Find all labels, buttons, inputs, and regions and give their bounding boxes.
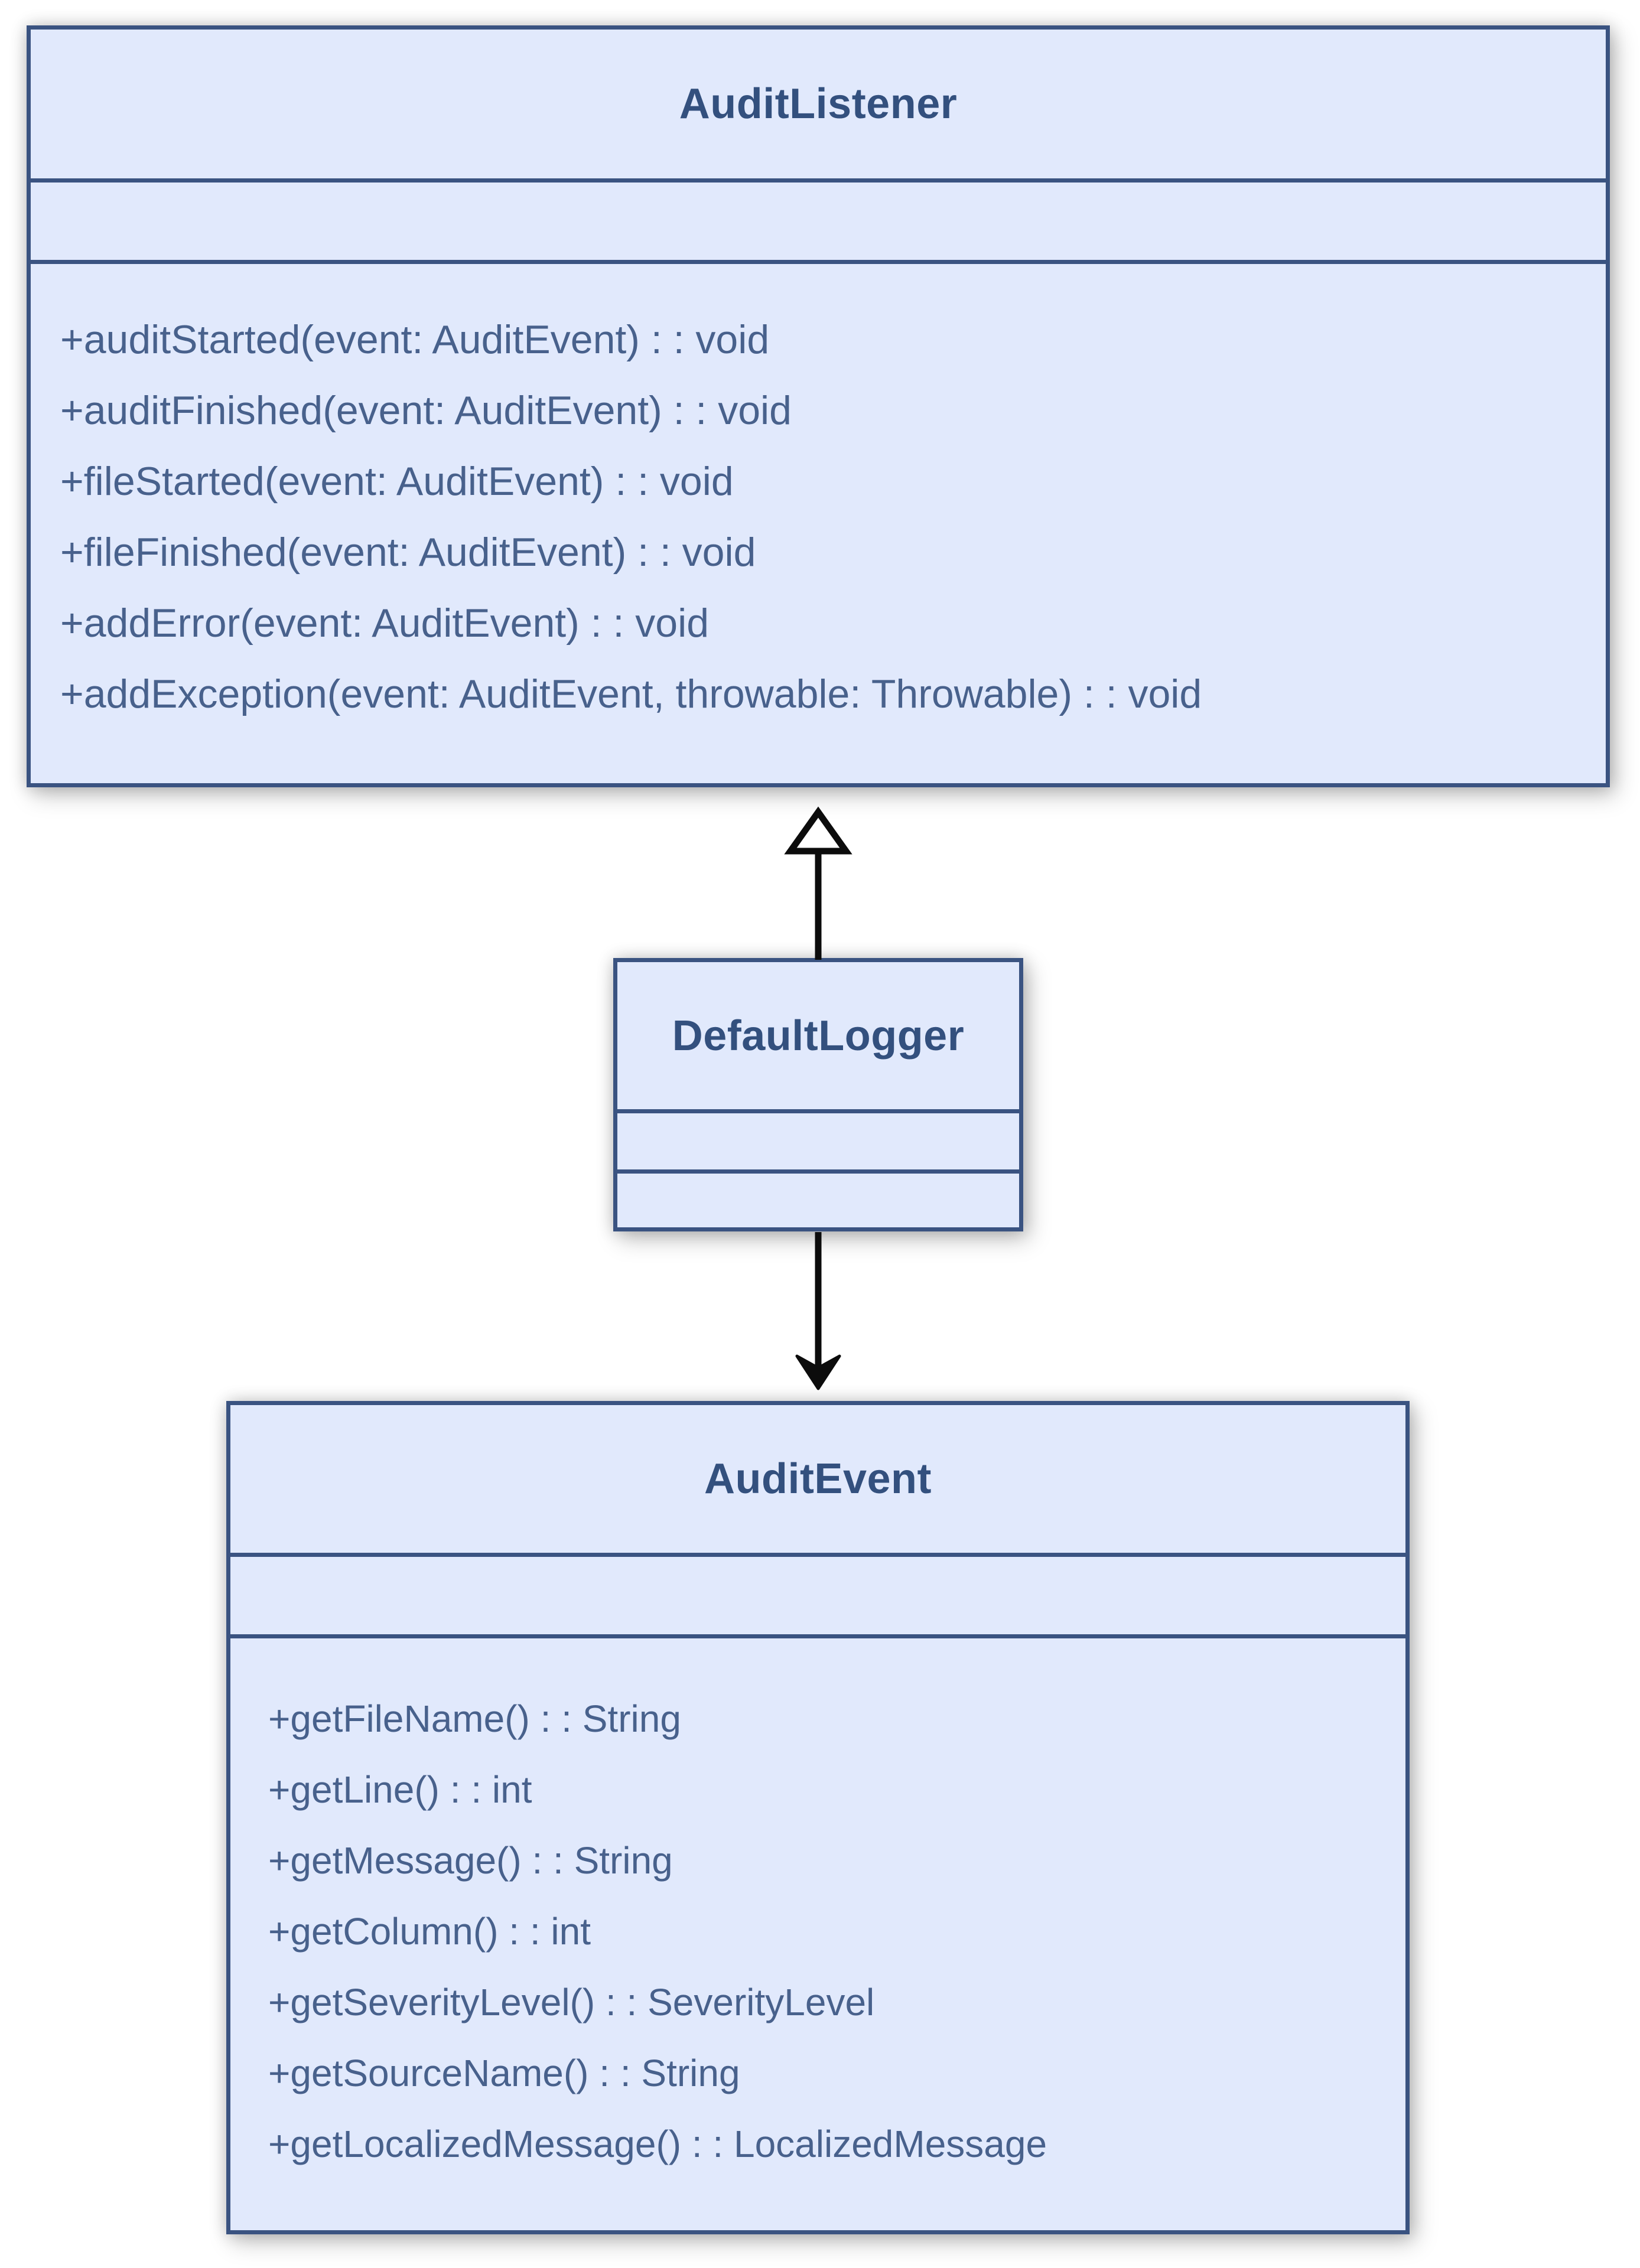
attributes-compartment (31, 178, 1606, 260)
class-title: AuditListener (679, 80, 958, 128)
class-title: DefaultLogger (672, 1012, 965, 1060)
method-row: +addException(event: AuditEvent, throwab… (60, 672, 1202, 716)
method-row: +getLine() : : int (268, 1768, 532, 1811)
methods-compartment: +getFileName() : : String +getLine() : :… (230, 1634, 1405, 2230)
method-row: +addError(event: AuditEvent) : : void (60, 601, 710, 646)
method-row: +getSourceName() : : String (268, 2052, 740, 2094)
class-title: AuditEvent (704, 1455, 932, 1503)
class-auditevent: AuditEvent +getFileName() : : String +ge… (226, 1401, 1410, 2234)
attributes-compartment (617, 1109, 1019, 1169)
class-auditlistener: AuditListener +auditStarted(event: Audit… (27, 25, 1610, 787)
attributes-compartment (230, 1553, 1405, 1634)
generalization-arrowhead-icon (784, 806, 852, 855)
methods-compartment (617, 1169, 1019, 1227)
class-defaultlogger: DefaultLogger (613, 958, 1023, 1231)
method-row: +getSeverityLevel() : : SeverityLevel (268, 1981, 875, 2023)
method-row: +getFileName() : : String (268, 1697, 681, 1740)
method-row: +auditFinished(event: AuditEvent) : : vo… (60, 388, 792, 433)
method-row: +fileFinished(event: AuditEvent) : : voi… (60, 530, 756, 575)
association-arrowhead-icon (795, 1354, 841, 1390)
method-row: +getLocalizedMessage() : : LocalizedMess… (268, 2123, 1047, 2165)
methods-compartment: +auditStarted(event: AuditEvent) : : voi… (31, 260, 1606, 783)
method-row: +auditStarted(event: AuditEvent) : : voi… (60, 317, 770, 362)
method-row: +fileStarted(event: AuditEvent) : : void (60, 459, 734, 504)
method-row: +getColumn() : : int (268, 1910, 591, 1953)
method-row: +getMessage() : : String (268, 1839, 673, 1882)
